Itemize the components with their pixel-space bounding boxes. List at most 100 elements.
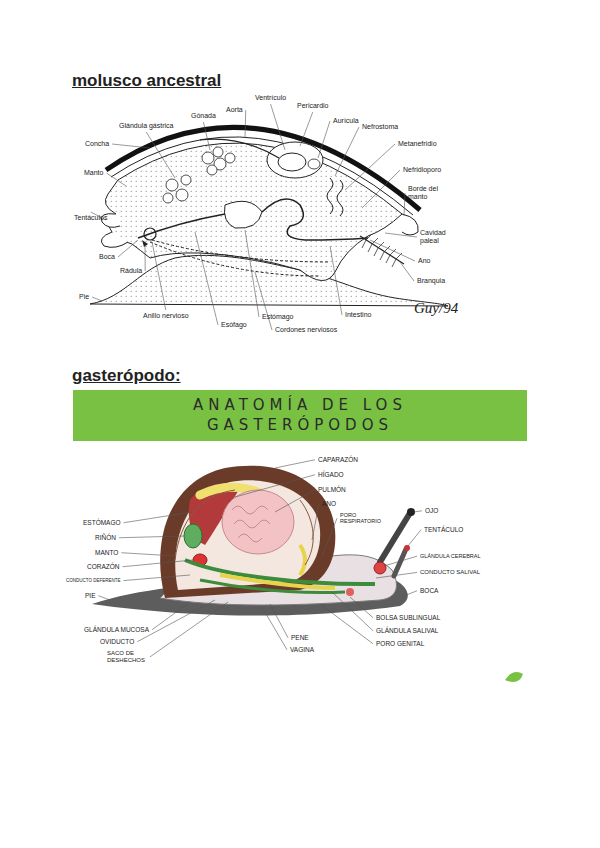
- leader-line: [350, 597, 373, 618]
- leader-line: [318, 121, 330, 158]
- leader-line: [121, 553, 176, 556]
- part-label: Rádula: [120, 267, 142, 275]
- part-label: Metanefridio: [398, 140, 437, 148]
- part-label: OVIDUCTO: [100, 638, 134, 645]
- gastropod-snail: [92, 466, 523, 682]
- banner-title: ANATOMÍA DE LOS GASTERÓPODOS: [150, 396, 450, 435]
- part-label: Branquia: [417, 277, 445, 285]
- leader-line: [112, 144, 150, 148]
- leader-line: [330, 246, 342, 315]
- leader-line: [320, 604, 373, 644]
- ancestral-mollusc: [90, 127, 448, 306]
- part-label: CORAZÓN: [87, 563, 120, 570]
- part-label: Nefrostoma: [362, 123, 398, 131]
- part-label: Aorta: [226, 106, 243, 114]
- part-label: OJO: [425, 507, 438, 514]
- leader-line: [362, 170, 400, 208]
- part-label: PENE: [291, 634, 309, 641]
- leader-line: [404, 193, 405, 216]
- part-label: Boca: [99, 253, 115, 261]
- leader-line: [119, 536, 184, 538]
- part-label: ANO: [322, 500, 336, 507]
- part-label: Intestino: [345, 311, 371, 319]
- leader-line: [245, 110, 247, 138]
- leader-line: [270, 604, 288, 638]
- leader-line: [370, 240, 415, 261]
- part-label: GLÁNDULA SALIVAL: [376, 627, 438, 634]
- part-label: Cordones nerviosos: [275, 326, 337, 334]
- part-label: Pie: [79, 293, 89, 301]
- part-label: HÍGADO: [318, 471, 344, 478]
- part-label: PIE: [85, 592, 95, 599]
- leader-line: [414, 511, 422, 512]
- part-label: MANTO: [95, 549, 118, 556]
- leader-line: [385, 233, 417, 237]
- part-label: Ano: [418, 257, 430, 265]
- leader-line: [152, 242, 166, 310]
- leader-line: [275, 460, 315, 468]
- part-label: PULMÓN: [318, 486, 346, 493]
- part-label: PORO GENITAL: [376, 640, 424, 647]
- leader-line: [137, 600, 215, 642]
- part-label: CONDUCTO DEFERENTE: [66, 578, 120, 583]
- leader-line: [145, 246, 146, 271]
- leader-line: [300, 112, 313, 146]
- leader-line: [150, 602, 228, 657]
- part-label: Borde del manto: [408, 185, 448, 201]
- leader-line: [275, 490, 315, 512]
- leader-line: [400, 262, 414, 281]
- leader-line: [404, 591, 417, 596]
- leader-line: [203, 122, 210, 150]
- part-label: BOLSA SUBLINGUAL: [376, 614, 440, 621]
- signature: Guy/94: [414, 300, 458, 317]
- part-label: Aurícula: [333, 117, 359, 125]
- part-label: Esófago: [221, 321, 247, 329]
- leader-line: [345, 144, 395, 190]
- part-label: BOCA: [420, 587, 438, 594]
- leader-line: [195, 232, 218, 325]
- leader-line: [235, 475, 315, 497]
- part-label: Nefridioporo: [403, 166, 441, 174]
- leader-line: [312, 504, 319, 540]
- leader-line: [332, 592, 373, 631]
- leader-line: [152, 602, 190, 630]
- part-label: Anillo nervioso: [143, 312, 189, 320]
- part-label: Glándula gástrica: [119, 122, 173, 130]
- part-label: VAGINA: [290, 646, 314, 653]
- leader-line: [322, 518, 337, 556]
- leader-line: [106, 173, 126, 186]
- part-label: SACO DE DESHECHOS: [107, 650, 147, 664]
- leader-line: [408, 530, 421, 546]
- leader-line: [335, 127, 359, 176]
- leader-line: [384, 556, 417, 566]
- leader-line: [123, 575, 190, 581]
- section-heading: molusco ancestral: [72, 71, 221, 91]
- leader-line: [271, 104, 285, 150]
- title-band: ANATOMÍA DE LOS GASTERÓPODOS: [73, 390, 527, 441]
- leader-line: [98, 596, 110, 600]
- part-label: Estómago: [262, 313, 294, 321]
- part-label: GLÁNDULA CEREBRAL: [420, 553, 481, 559]
- leader-line: [262, 607, 287, 650]
- leader-line: [123, 560, 194, 567]
- leader-line: [255, 272, 272, 330]
- leader-line: [146, 132, 175, 178]
- part-label: Tentáculos: [74, 214, 107, 222]
- section-heading: gasterópodo:: [72, 366, 181, 386]
- part-label: RIÑÓN: [95, 534, 116, 541]
- part-label: CONDUCTO SALIVAL: [420, 569, 480, 576]
- part-label: Gónada: [191, 112, 216, 120]
- part-label: CAPARAZÓN: [318, 456, 358, 463]
- part-label: GLÁNDULA MUCOSA: [84, 626, 149, 633]
- leader-line: [124, 512, 192, 523]
- part-label: Manto: [84, 169, 103, 177]
- leader-line: [376, 572, 417, 578]
- leader-line: [92, 297, 102, 301]
- part-label: TENTÁCULO: [424, 526, 463, 533]
- leader-line: [118, 240, 138, 257]
- leader-line: [245, 230, 259, 317]
- part-label: Ventrículo: [255, 94, 286, 102]
- part-label: PORO RESPIRATORIO: [340, 512, 390, 525]
- part-label: Concha: [85, 140, 109, 148]
